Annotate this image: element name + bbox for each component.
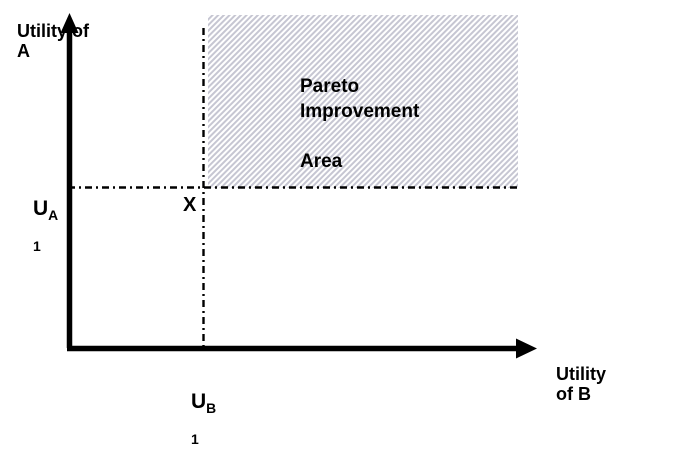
- pareto-improvement-region: [208, 15, 518, 188]
- x-axis-value-label: UB: [191, 390, 217, 417]
- region-label-area: Area: [300, 151, 343, 172]
- x-axis-value-subscript: B: [206, 400, 217, 417]
- y-axis-value-label: UA: [33, 197, 59, 224]
- y-axis-value-base: U: [33, 197, 49, 220]
- x-axis-title: Utility of B: [556, 364, 607, 405]
- y-axis-arrowhead: [60, 13, 79, 33]
- region-label-improvement: Improvement: [300, 101, 420, 122]
- y-axis-value-index: 1: [33, 238, 41, 254]
- x-axis-value-index: 1: [191, 431, 199, 447]
- region-label-pareto: Pareto: [300, 76, 360, 97]
- x-axis-value-base: U: [191, 390, 207, 413]
- point-marker-label-x: X: [183, 194, 197, 216]
- y-axis-title: Utility of A: [17, 21, 89, 62]
- y-axis-value-subscript: A: [48, 207, 59, 224]
- x-axis-arrowhead: [516, 338, 537, 359]
